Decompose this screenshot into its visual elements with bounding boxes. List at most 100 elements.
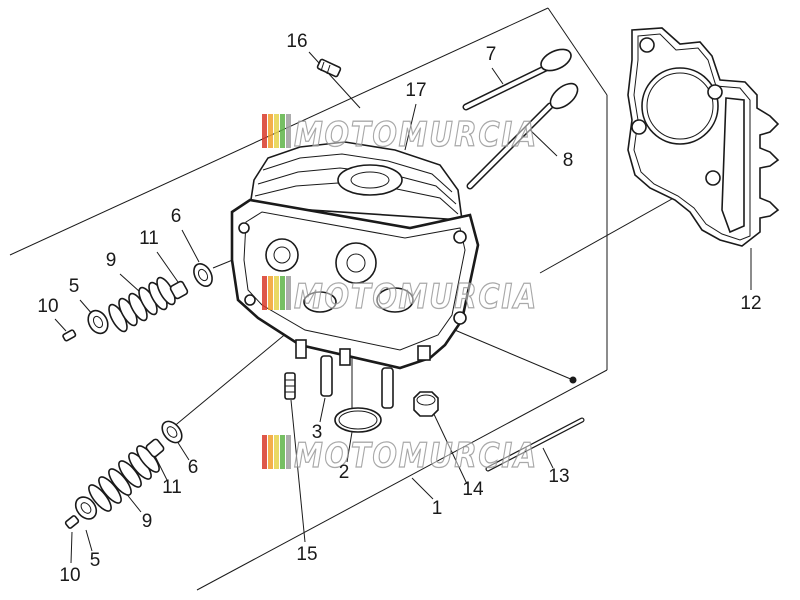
watermark-stripe: [262, 114, 267, 148]
watermark-stripe: [280, 114, 285, 148]
bolt-boss: [453, 230, 467, 244]
watermark-stripe: [268, 435, 273, 469]
leader-line-16: [308, 51, 361, 109]
spring-retainer: [87, 309, 109, 335]
gasket-stud-hole: [639, 37, 655, 53]
watermark-bottom: MOTOMURCIA: [262, 435, 538, 477]
spring-coil: [108, 468, 132, 496]
cam-bearing: [265, 238, 299, 272]
leader-line-3: [319, 397, 326, 423]
valve-seal-inner: [197, 268, 209, 282]
leader-line-10: [54, 318, 67, 332]
frame-line: [547, 7, 608, 96]
watermark-stripe: [286, 114, 291, 148]
callout-7: 7: [486, 44, 497, 65]
pin-15: [284, 372, 296, 400]
plug-14: [413, 391, 439, 417]
leader-line-1: [411, 477, 434, 500]
stud-13: [485, 417, 585, 472]
callout-5: 5: [69, 276, 80, 297]
spring-seat: [169, 280, 189, 300]
spring-coil: [88, 484, 112, 512]
callout-16: 16: [286, 31, 307, 52]
leader-line-2: [346, 431, 353, 463]
intake-port: [350, 171, 390, 189]
watermark-stripe: [262, 276, 267, 310]
stud-thread: [326, 64, 331, 75]
watermark-stripe: [280, 435, 285, 469]
leader-line-7: [491, 67, 504, 85]
exhaust-valve: [466, 82, 579, 190]
callout-3: 3: [312, 422, 323, 443]
leader-line-6: [181, 229, 200, 263]
leader-line-15: [290, 399, 306, 543]
leader-line-11: [156, 251, 179, 283]
callout-11: 11: [139, 228, 159, 249]
watermark-stripe: [268, 114, 273, 148]
callout-13: 13: [548, 466, 569, 487]
lower-valve-train: [64, 420, 183, 529]
reference-dot: [569, 376, 577, 384]
o-ring-inner: [338, 410, 378, 430]
valve-head: [549, 82, 579, 110]
spring-retainer-inner: [80, 502, 92, 514]
gasket-stud-hole: [705, 170, 721, 186]
valve-seal: [193, 263, 213, 287]
watermark-stripe: [262, 435, 267, 469]
dowel-3: [320, 355, 394, 409]
leader-line-11-lower: [154, 455, 168, 481]
leader-line-5-lower: [85, 529, 93, 552]
frame-line: [196, 369, 608, 591]
watermark-stripe: [280, 276, 285, 310]
intake-valve: [462, 48, 572, 111]
watermark-middle: MOTOMURCIA: [262, 276, 537, 318]
plug-hex: [413, 391, 439, 417]
spark-plug-seat: [335, 242, 377, 284]
callout-6: 6: [171, 206, 182, 227]
valve-pocket: [303, 291, 337, 313]
callouts: 16 7 17 8 6 11 9 5 10 12 3 2 14 13 1 15 …: [37, 31, 761, 586]
valve-seal-inner: [166, 426, 178, 438]
head-lug: [417, 345, 431, 361]
stud-thread: [320, 61, 325, 72]
head-lug: [295, 339, 307, 359]
cam-bearing-inner: [273, 246, 291, 264]
head-flange: [230, 198, 480, 370]
callout-9: 9: [106, 250, 117, 271]
upper-valve-train: [62, 263, 213, 342]
leader-line-dot: [449, 327, 574, 381]
o-ring-2: [334, 407, 382, 433]
intake-port-boss: [337, 164, 403, 196]
leader-line-14: [431, 409, 468, 485]
callout-9-lower: 9: [142, 511, 153, 532]
watermark-stripe: [274, 114, 279, 148]
watermark-stripe: [274, 435, 279, 469]
gasket-stud-hole: [631, 119, 647, 135]
callout-5-lower: 5: [90, 550, 101, 571]
plug-face: [416, 394, 436, 406]
callout-10: 10: [37, 296, 58, 317]
watermark-stripe: [274, 276, 279, 310]
cylinder-head: [230, 141, 480, 370]
valve-cotter: [64, 515, 80, 529]
watermark-stripe: [286, 276, 291, 310]
callout-10-lower: 10: [59, 565, 80, 586]
callout-1: 1: [432, 498, 443, 519]
stud-body: [486, 418, 584, 471]
bolt-boss: [453, 311, 467, 325]
valve-head: [540, 48, 572, 72]
watermark-text: MOTOMURCIA: [294, 436, 538, 476]
callout-15: 15: [296, 544, 317, 565]
leader-line-8: [527, 127, 558, 157]
spark-plug-hole: [346, 253, 366, 273]
leader-line-17: [404, 103, 417, 151]
callout-14: 14: [462, 479, 484, 500]
leader-line-10-lower: [70, 531, 73, 564]
dowel-body: [381, 367, 394, 409]
spring-coil: [118, 460, 142, 488]
callout-11-lower: 11: [162, 477, 182, 498]
bolt-boss: [238, 222, 250, 234]
valve-stem: [468, 104, 552, 188]
callout-8: 8: [563, 150, 574, 171]
